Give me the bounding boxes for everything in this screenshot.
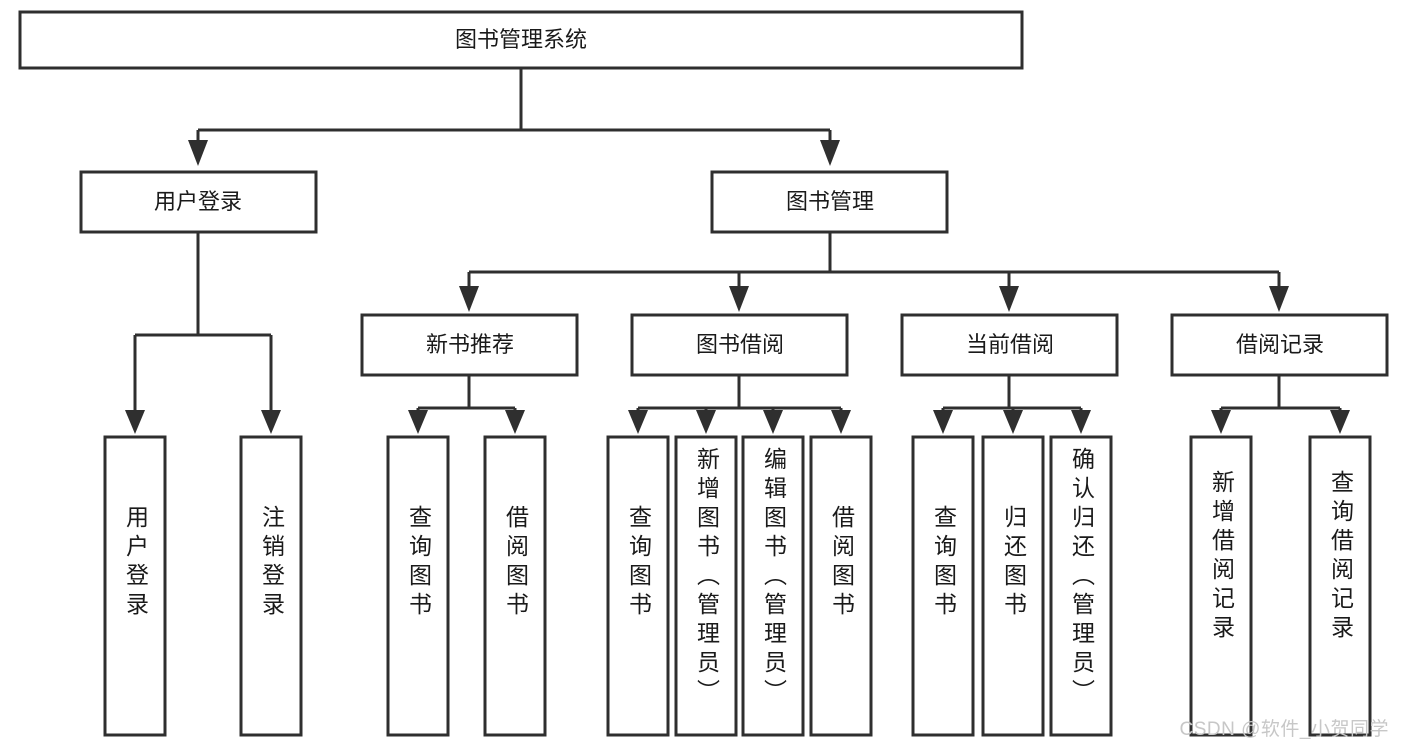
connector-group-user-login — [125, 232, 281, 434]
arrow-head-to-book-management — [820, 140, 840, 166]
arrow-head-to-book-borrow — [729, 286, 749, 312]
node-user-login-box[interactable] — [79, 170, 318, 234]
leaf-box-return-book[interactable] — [981, 435, 1045, 737]
connector-group-current-borrow — [933, 375, 1091, 434]
node-root-box[interactable] — [18, 10, 1024, 70]
node-current-borrow-label: 当前借阅 — [966, 332, 1054, 357]
arrow-head-leaf-query-book-2 — [628, 410, 648, 434]
arrow-head-leaf-logout — [261, 410, 281, 434]
node-root[interactable]: 图书管理系统 — [18, 10, 1024, 70]
node-user-login[interactable]: 用户登录 — [79, 170, 318, 234]
connector-group-borrow-record — [1211, 375, 1350, 434]
arrow-head-leaf-borrow-book-1 — [505, 410, 525, 434]
leaf-box-add-record[interactable] — [1189, 435, 1253, 737]
leaf-box-borrow-book-2[interactable] — [809, 435, 873, 737]
leaf-boxes — [103, 435, 1372, 737]
leaf-box-edit-book[interactable] — [741, 435, 805, 737]
arrow-head-to-current-borrow — [999, 286, 1019, 312]
arrow-head-to-borrow-record — [1269, 286, 1289, 312]
arrow-head-leaf-query-book-3 — [933, 410, 953, 434]
node-book-borrow-label: 图书借阅 — [696, 332, 784, 357]
connector-group-book-management — [459, 232, 1289, 312]
node-current-borrow-box[interactable] — [900, 313, 1119, 377]
leaf-box-query-book-2[interactable] — [606, 435, 670, 737]
node-new-book-recommend-label: 新书推荐 — [426, 332, 514, 357]
node-borrow-record-label: 借阅记录 — [1236, 332, 1324, 357]
arrow-head-leaf-return-book — [1003, 410, 1023, 434]
node-root-label: 图书管理系统 — [455, 27, 587, 52]
leaf-box-query-book-3[interactable] — [911, 435, 975, 737]
arrow-head-leaf-edit-book — [763, 410, 783, 434]
node-book-management-label: 图书管理 — [786, 189, 874, 214]
connector-group-root — [188, 68, 840, 166]
node-book-borrow[interactable]: 图书借阅 — [630, 313, 849, 377]
leaf-box-borrow-book-1[interactable] — [483, 435, 547, 737]
leaf-box-query-book-1[interactable] — [386, 435, 450, 737]
arrow-head-leaf-query-record — [1330, 410, 1350, 434]
arrow-head-leaf-confirm-return — [1071, 410, 1091, 434]
node-borrow-record-box[interactable] — [1170, 313, 1389, 377]
arrow-head-leaf-user-login — [125, 410, 145, 434]
connector-group-new-book-recommend — [408, 375, 525, 434]
node-book-management-box[interactable] — [710, 170, 949, 234]
node-new-book-recommend-box[interactable] — [360, 313, 579, 377]
node-book-borrow-box[interactable] — [630, 313, 849, 377]
node-borrow-record[interactable]: 借阅记录 — [1170, 313, 1389, 377]
node-user-login-label: 用户登录 — [154, 189, 242, 214]
leaf-box-user-login[interactable] — [103, 435, 167, 737]
leaf-box-confirm-return[interactable] — [1049, 435, 1113, 737]
connector-group-book-borrow — [628, 375, 851, 434]
arrow-head-leaf-add-book — [696, 410, 716, 434]
arrow-head-leaf-borrow-book-2 — [831, 410, 851, 434]
leaf-box-query-record[interactable] — [1308, 435, 1372, 737]
csdn-watermark: CSDN @软件_小贺同学 — [1179, 719, 1389, 740]
node-new-book-recommend[interactable]: 新书推荐 — [360, 313, 579, 377]
arrow-head-to-new-book-recommend — [459, 286, 479, 312]
arrow-head-leaf-add-record — [1211, 410, 1231, 434]
leaf-box-logout[interactable] — [239, 435, 303, 737]
arrow-head-to-user-login — [188, 140, 208, 166]
node-book-management[interactable]: 图书管理 — [710, 170, 949, 234]
leaf-box-add-book[interactable] — [674, 435, 738, 737]
arrow-head-leaf-query-book-1 — [408, 410, 428, 434]
node-current-borrow[interactable]: 当前借阅 — [900, 313, 1119, 377]
